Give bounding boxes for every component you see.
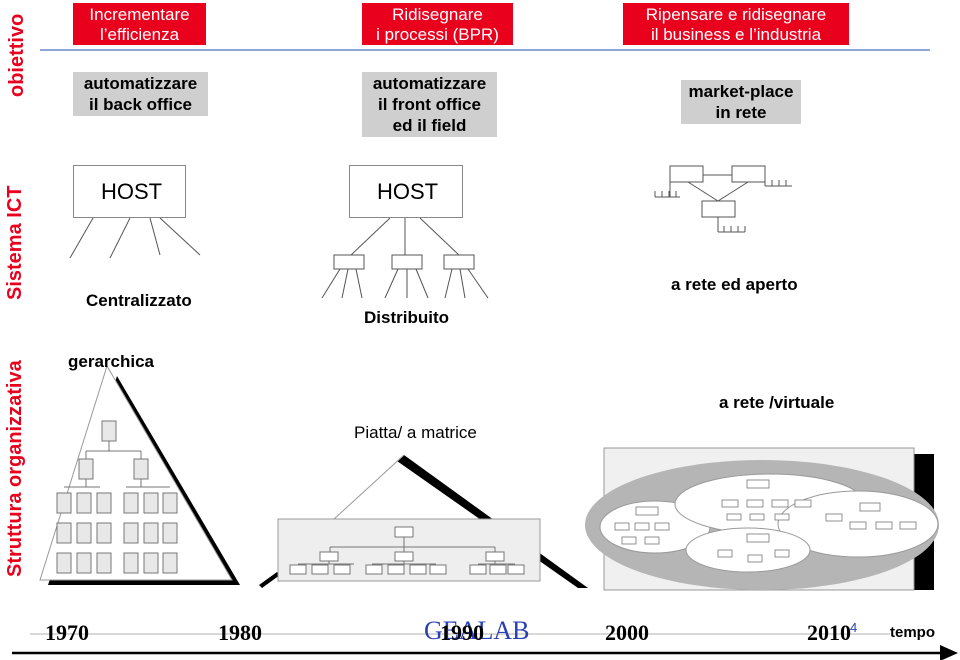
year-1990: 1990 [440,620,484,645]
objective-business-title: Ripensare e ridisegnare il business e l’… [623,3,849,45]
goal-market-place: market-place in rete [681,80,801,124]
goal-front-office: automatizzare il front office ed il fiel… [362,72,497,137]
flat-matrix-label: Piatta/ a matrice [354,423,477,442]
network-diagram [654,165,792,233]
timeline-arrow [12,633,958,660]
title-line: il business e l’industria [650,25,822,44]
centralized-label: Centralizzato [86,291,192,310]
time-axis-label: tempo [890,624,935,641]
logo-part: GEA [424,616,478,645]
title-line: l’efficienza [99,25,180,44]
goal-line: automatizzare [372,74,487,93]
host-box-distributed: HOST [349,165,463,218]
objective-bpr-title: Ridisegnare i processi (BPR) [362,3,513,45]
flat-structure [259,454,588,588]
hierarchical-label: gerarchica [68,352,154,371]
logo-part: LAB [477,616,530,645]
distributed-label: Distribuito [364,308,449,327]
hierarchy-triangle [39,364,240,585]
goal-back-office: automatizzare il back office [73,72,208,116]
year-1980: 1980 [218,620,262,645]
year-2010: 2010 [807,620,851,645]
goal-line: il back office [89,95,192,114]
virtual-network-label: a rete /virtuale [719,393,835,412]
goal-line: il front office [378,95,481,114]
host-box-centralized: HOST [73,165,186,218]
year-2000: 2000 [605,620,649,645]
goal-line: market-place [688,82,794,101]
distributed-tree [321,217,489,299]
year-1970: 1970 [45,620,89,645]
gealab-logo: GEALAB [424,616,529,646]
goal-line: in rete [715,103,767,122]
title-line: Ripensare e ridisegnare [645,5,827,24]
title-line: Ridisegnare [392,5,483,24]
virtual-network [585,447,939,591]
objective-efficiency-title: Incrementare l’efficienza [73,3,206,45]
networked-label: a rete ed aperto [671,275,798,294]
goal-line: ed il field [392,116,467,135]
goal-line: automatizzare [83,74,198,93]
page-number: 4 [850,620,858,635]
title-line: i processi (BPR) [376,25,499,44]
centralized-lines [69,217,201,259]
title-line: Incrementare [89,5,190,24]
